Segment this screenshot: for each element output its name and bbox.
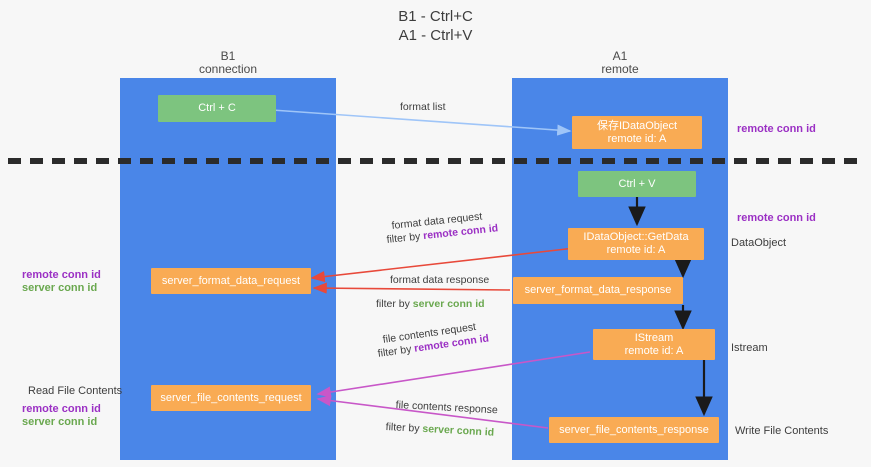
- lane-header-a1-sub: remote: [601, 62, 639, 76]
- edge-label-format-data-request-filter-prefix: filter by: [386, 230, 424, 246]
- node-istream-sub: remote id: A: [624, 344, 684, 357]
- node-server-file-contents-request[interactable]: server_file_contents_request: [151, 385, 311, 411]
- edge-label-format-data-response-filter-prefix: filter by: [376, 298, 413, 310]
- node-idataobject-getdata[interactable]: IDataObject::GetData remote id: A: [568, 228, 704, 260]
- node-istream-label: IStream: [634, 331, 674, 344]
- node-istream[interactable]: IStream remote id: A: [593, 329, 715, 360]
- node-ctrl-v[interactable]: Ctrl + V: [578, 171, 696, 197]
- node-ctrl-v-label: Ctrl + V: [618, 177, 656, 190]
- lane-header-b1-sub: connection: [198, 62, 258, 76]
- node-server-file-contents-response[interactable]: server_file_contents_response: [549, 417, 719, 443]
- annotation-left-server-conn-id-mid: server conn id: [22, 282, 98, 294]
- annotation-left-read-file-contents: Read File Contents: [28, 385, 123, 397]
- annotation-right-remote-conn-id-mid: remote conn id: [737, 212, 816, 224]
- node-idataobject-getdata-sub: remote id: A: [606, 244, 666, 256]
- node-save-idataobject-sub: remote id: A: [607, 132, 667, 145]
- annotation-left-server-conn-id-bottom: server conn id: [22, 416, 98, 428]
- node-server-format-data-response-label: server_format_data_response: [524, 284, 672, 296]
- annotation-right-dataobject: DataObject: [731, 237, 787, 249]
- edge-label-format-data-response-filter: filter by server conn id: [376, 298, 485, 311]
- node-server-file-contents-response-label: server_file_contents_response: [559, 423, 709, 436]
- annotation-right-write-file-contents: Write File Contents: [735, 425, 829, 437]
- annotation-right-istream: Istream: [731, 342, 768, 354]
- annotation-right-remote-conn-id-top: remote conn id: [737, 123, 816, 135]
- annotation-left-remote-conn-id-bottom: remote conn id: [22, 403, 101, 415]
- edge-label-format-data-response-filter-key: server conn id: [412, 298, 485, 310]
- edge-label-file-contents-response-filter-prefix: filter by: [385, 421, 423, 435]
- node-ctrl-c[interactable]: Ctrl + C: [158, 95, 276, 122]
- node-server-format-data-request[interactable]: server_format_data_request: [151, 268, 311, 294]
- lane-header-a1-name: A1: [612, 49, 628, 63]
- lane-header-b1-name: B1: [220, 49, 236, 63]
- node-save-idataobject[interactable]: 保存IDataObject remote id: A: [572, 116, 702, 149]
- diagram-title-line1: B1 - Ctrl+C: [398, 8, 473, 25]
- node-ctrl-c-label: Ctrl + C: [198, 102, 236, 114]
- edge-label-file-contents-response-filter-key: server conn id: [422, 422, 495, 439]
- node-server-format-data-request-label: server_format_data_request: [161, 274, 301, 287]
- edge-label-file-contents-response-filter: filter by server conn id: [385, 421, 494, 440]
- annotation-left-remote-conn-id-mid: remote conn id: [22, 269, 101, 281]
- edge-label-format-data-response: format data response: [390, 274, 490, 286]
- edge-label-format-list: format list: [400, 101, 446, 113]
- node-server-file-contents-request-label: server_file_contents_request: [160, 391, 302, 404]
- diagram-title-line2: A1 - Ctrl+V: [398, 27, 473, 44]
- node-server-format-data-response[interactable]: server_format_data_response: [513, 277, 683, 304]
- node-idataobject-getdata-label: IDataObject::GetData: [583, 231, 689, 243]
- edge-label-file-contents-response: file contents response: [395, 399, 499, 417]
- node-save-idataobject-label: 保存IDataObject: [596, 119, 678, 132]
